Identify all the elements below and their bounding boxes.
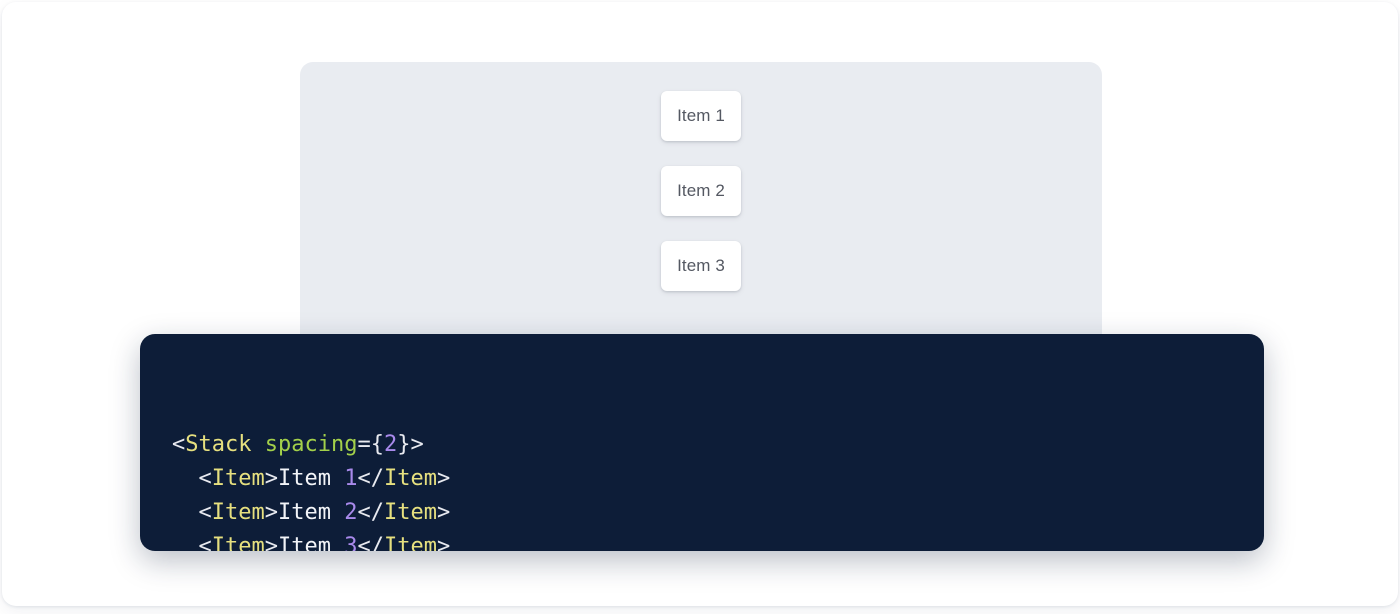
code-token-punct: > (264, 534, 278, 551)
code-token-num: 3 (344, 534, 358, 551)
stack-item[interactable]: Item 2 (661, 166, 741, 216)
code-token-tag: Stack (185, 432, 252, 457)
code-token-punct: ={ (357, 432, 384, 457)
code-token-punct: </ (357, 534, 384, 551)
stack-item[interactable]: Item 1 (661, 91, 741, 141)
code-snippet-block[interactable]: <Stack spacing={2}> <Item>Item 1</Item> … (140, 334, 1264, 551)
code-line: <Item>Item 3</Item> (172, 530, 1232, 551)
code-token-punct: > (436, 500, 451, 525)
code-token-punct: </ (357, 466, 384, 491)
code-token-num: 2 (344, 500, 358, 525)
code-token-punct: > (436, 534, 451, 551)
code-token-tag: Item (211, 534, 265, 551)
code-token-tag: Item (383, 466, 437, 491)
code-token-punct: > (264, 500, 278, 525)
code-token-text: Item (277, 534, 345, 551)
code-lines: <Stack spacing={2}> <Item>Item 1</Item> … (172, 428, 1232, 551)
code-token-punct: }> (397, 432, 424, 457)
code-token-num: 1 (344, 466, 358, 491)
code-line: <Stack spacing={2}> (172, 428, 1232, 462)
code-token-punct: < (198, 466, 212, 491)
code-token-punct: < (172, 432, 186, 457)
code-token-tag: Item (383, 534, 437, 551)
code-token-punct: > (264, 466, 278, 491)
stack-item[interactable]: Item 3 (661, 241, 741, 291)
code-line: <Item>Item 1</Item> (172, 462, 1232, 496)
code-token-attr: spacing (264, 432, 358, 457)
code-token-punct: < (198, 500, 212, 525)
code-token-tag: Item (211, 466, 265, 491)
code-token-text: Item (277, 500, 345, 525)
code-token-punct: </ (357, 500, 384, 525)
code-token-tag: Item (211, 500, 265, 525)
code-line: <Item>Item 2</Item> (172, 496, 1232, 530)
stack-item-label: Item 3 (677, 256, 725, 275)
code-token-punct: > (436, 466, 451, 491)
stack-item-label: Item 1 (677, 106, 725, 125)
code-token-text: Item (277, 466, 345, 491)
code-token-num: 2 (383, 432, 398, 457)
component-preview-panel: Item 1 Item 2 Item 3 (300, 62, 1102, 382)
stack-container: Item 1 Item 2 Item 3 (300, 62, 1102, 291)
stack-item-label: Item 2 (677, 181, 725, 200)
code-token-text (251, 432, 264, 457)
code-token-tag: Item (383, 500, 437, 525)
code-token-punct: < (198, 534, 212, 551)
